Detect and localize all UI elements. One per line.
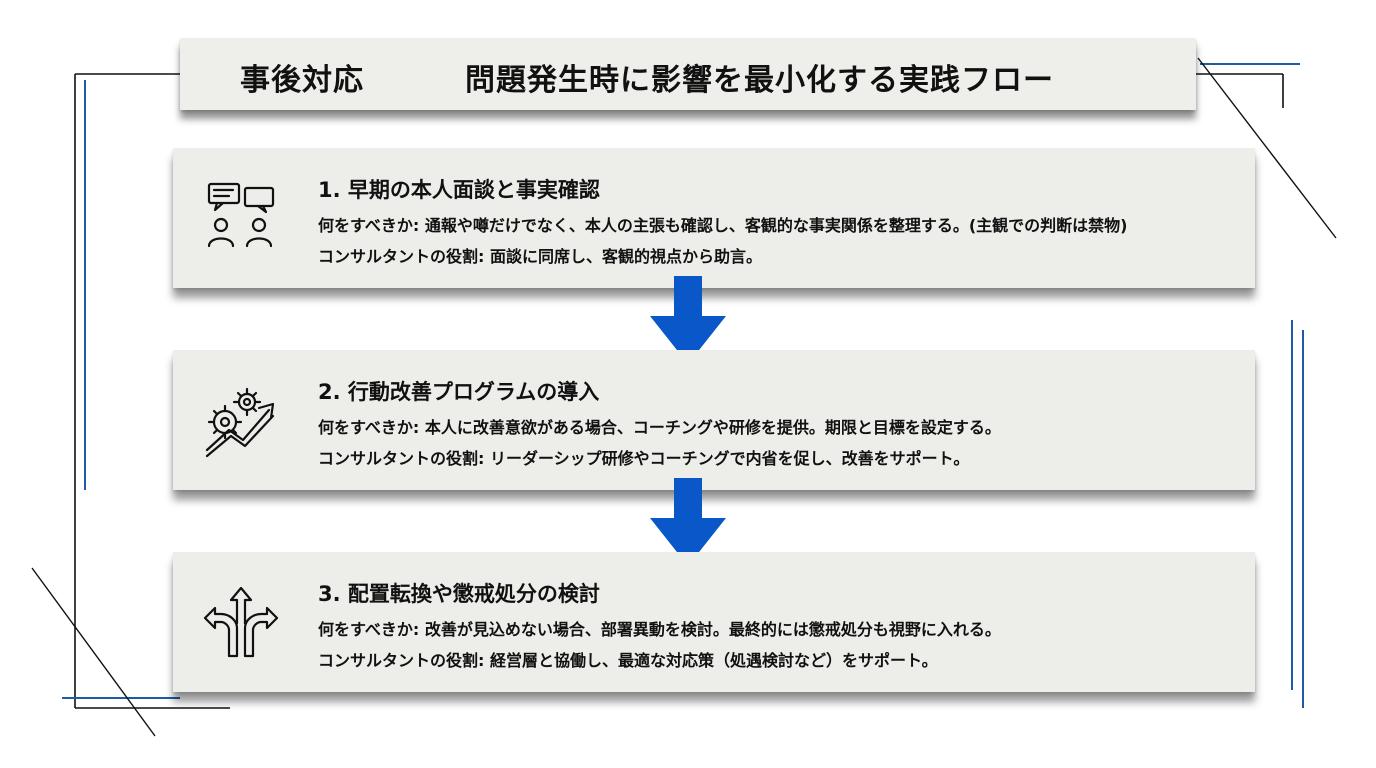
step-card-1: 1. 早期の本人面談と事実確認 何をすべきか: 通報や噂だけでなく、本人の主張も… [173, 148, 1255, 288]
step-card-3: 3. 配置転換や懲戒処分の検討 何をすべきか: 改善が見込めない場合、部署異動を… [173, 552, 1255, 692]
step-role-text: コンサルタントの役割: リーダーシップ研修やコーチングで内省を促し、改善をサポー… [318, 449, 970, 468]
page-title: 問題発生時に影響を最小化する実践フロー [465, 63, 1054, 98]
step-role-text: コンサルタントの役割: 経営層と協働し、最適な対応策（処遇検討など）をサポート。 [318, 651, 938, 670]
step-title: 2. 行動改善プログラムの導入 [318, 380, 600, 404]
step-what-text: 何をすべきか: 通報や噂だけでなく、本人の主張も確認し、客観的な事実関係を整理す… [318, 216, 1128, 235]
title-banner: 事後対応 問題発生時に影響を最小化する実践フロー [180, 38, 1196, 110]
step-role-text: コンサルタントの役割: 面談に同席し、客観的視点から助言。 [318, 247, 762, 266]
step-title: 1. 早期の本人面談と事実確認 [318, 178, 600, 202]
split-arrows-icon [203, 586, 279, 658]
down-arrow-icon [650, 276, 726, 364]
step-title: 3. 配置転換や懲戒処分の検討 [318, 582, 600, 606]
down-arrow-icon [650, 478, 726, 566]
step-what-text: 何をすべきか: 改善が見込めない場合、部署異動を検討。最終的には懲戒処分も視野に… [318, 620, 1001, 639]
step-what-text: 何をすべきか: 本人に改善意欲がある場合、コーチングや研修を提供。期限と目標を設… [318, 418, 1001, 437]
step-card-2: 2. 行動改善プログラムの導入 何をすべきか: 本人に改善意欲がある場合、コーチ… [173, 350, 1255, 490]
chat-people-icon [207, 182, 275, 248]
gear-growth-icon [205, 387, 275, 458]
title-prefix: 事後対応 [240, 63, 364, 98]
